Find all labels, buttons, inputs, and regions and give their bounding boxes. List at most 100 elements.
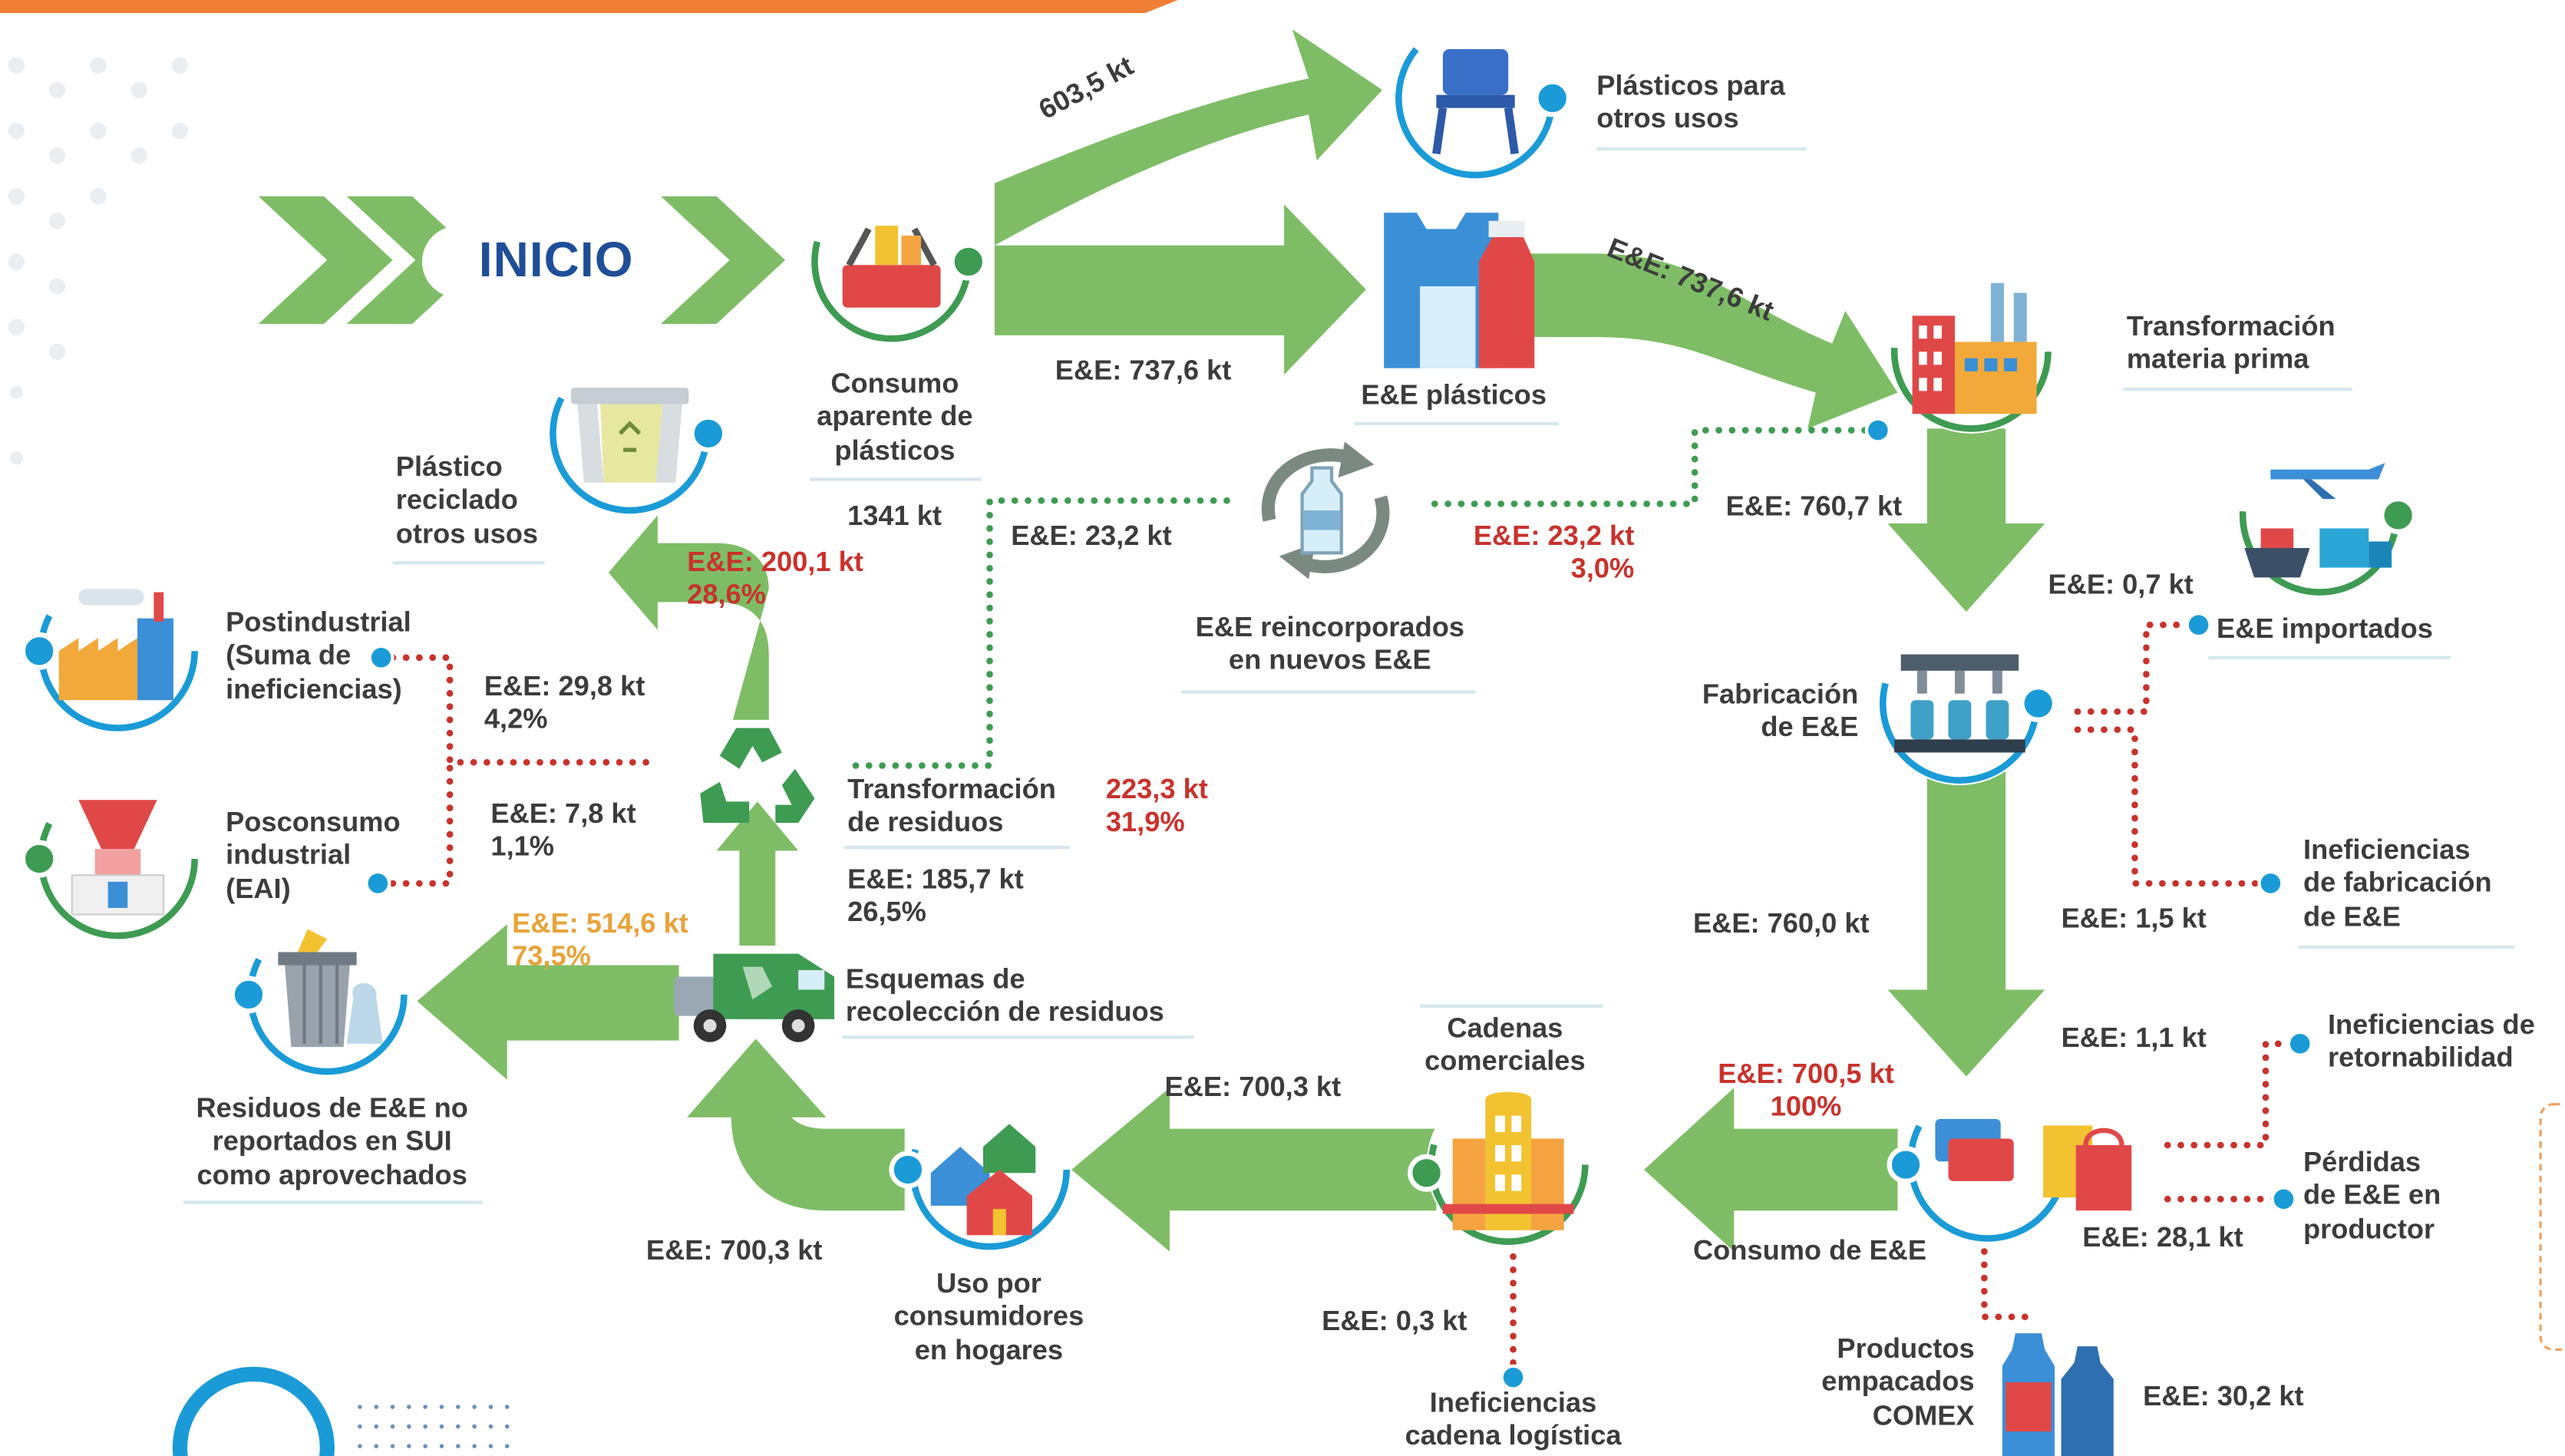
- label-line: Pérdidas: [2303, 1147, 2421, 1178]
- uso-hogares-node: [889, 1088, 1072, 1252]
- label-line: 73,5%: [512, 941, 591, 972]
- connector-dot: [1503, 1367, 1523, 1388]
- consumo-aparente-value: 1341 kt: [847, 500, 942, 532]
- dotted-reincorporado-right: [1420, 427, 1882, 507]
- reincorporados-left-value: E&E: 23,2 kt: [1011, 520, 1172, 552]
- underline: [1596, 147, 1807, 151]
- label-line: cadena logística: [1405, 1420, 1622, 1452]
- plastic-bottle-cup-icon: [1384, 213, 1535, 368]
- label-line: reportados en SUI: [212, 1126, 452, 1157]
- comex-value: E&E: 30,2 kt: [2143, 1380, 2304, 1412]
- label-line: retornabilidad: [2327, 1042, 2514, 1075]
- label-line: Fabricación: [1702, 678, 1859, 711]
- label-line: E&E: 23,2 kt: [1473, 520, 1635, 552]
- to-transformacion-res-value: E&E: 185,7 kt 26,5%: [847, 863, 1024, 930]
- to-hogares-value: E&E: 700,3 kt: [1164, 1071, 1342, 1103]
- uso-hogares-label: Uso por consumidores en hogares: [870, 1268, 1108, 1368]
- flow-transformacion: [1529, 253, 1898, 429]
- label-line: Consumo: [830, 368, 959, 400]
- flow-up-reciclado: [608, 515, 769, 720]
- underline: [810, 477, 982, 481]
- label-line: 28,6%: [687, 579, 766, 611]
- label-line: consumidores: [893, 1301, 1084, 1332]
- label-line: 223,3 kt: [1105, 774, 1208, 805]
- label-line: como aprovechados: [196, 1159, 467, 1191]
- underline: [842, 1035, 1194, 1039]
- label-line: E&E reincorporados: [1195, 612, 1465, 643]
- label-line: materia prima: [2126, 344, 2309, 375]
- importados-flow-value: E&E: 0,7 kt: [2048, 569, 2194, 601]
- bottling-machine-icon: [1879, 623, 2058, 784]
- ineficiencias-log-label: Ineficiencias cadena logística: [1391, 1387, 1636, 1454]
- label-line: plásticos: [834, 434, 956, 466]
- label-line: (EAI): [226, 873, 291, 905]
- transformacion-mp-label: Transformación materia prima: [2127, 311, 2336, 378]
- label-line: E&E: 200,1 kt: [687, 546, 863, 578]
- ineficiencias-ret-value: E&E: 1,1 kt: [2061, 1022, 2207, 1054]
- label-line: 26,5%: [847, 896, 926, 929]
- houses-icon: [889, 1089, 1070, 1250]
- connector-dot: [2260, 873, 2281, 893]
- ineficiencias-fab-label: Ineficiencias de fabricación de E&E: [2303, 834, 2492, 934]
- label-line: comerciales: [1424, 1045, 1586, 1078]
- logistica-value: E&E: 0,3 kt: [1322, 1305, 1467, 1337]
- label-line: 100%: [1770, 1091, 1842, 1123]
- recycle-arrow: [700, 781, 750, 824]
- start-label: INICIO: [478, 233, 634, 289]
- garbage-truck-icon: [674, 953, 835, 1042]
- consumo-ee-label: Consumo de E&E: [1692, 1235, 1926, 1266]
- label-line: E&E: 29,8 kt: [484, 670, 645, 702]
- label-line: ineficiencias): [226, 673, 402, 705]
- start-badge: INICIO: [421, 226, 691, 298]
- label-line: Ineficiencias: [2303, 834, 2471, 866]
- start-chevron: [661, 196, 786, 325]
- start-chevron: [258, 196, 393, 325]
- label-line: Posconsumo: [226, 806, 401, 838]
- label-line: COMEX: [1872, 1400, 1975, 1431]
- label-line: E&E: 185,7 kt: [847, 863, 1024, 895]
- label-line: 3,0%: [1570, 553, 1635, 585]
- label-line: 31,9%: [1105, 807, 1185, 839]
- dotted-reincorporado-left: [847, 497, 1230, 769]
- label-line: (Suma de: [226, 640, 352, 672]
- consumo-aparente-label: Consumo aparente de plásticos: [798, 368, 992, 468]
- industrial-plant-icon: [20, 570, 198, 731]
- transformacion-res-label: Transformación de residuos: [847, 774, 1056, 840]
- flow-down-consumo: [1887, 768, 2045, 1077]
- posconsumo-label: Posconsumo industrial (EAI): [226, 807, 401, 906]
- label-line: 4,2%: [484, 704, 548, 735]
- plastic-chair-icon: [1395, 18, 1572, 179]
- ineficiencias-ret-label: Ineficiencias de retornabilidad: [2328, 1009, 2535, 1076]
- label-line: en nuevos E&E: [1228, 645, 1431, 677]
- reciclado-otros-node: [548, 352, 728, 516]
- fabricacion-node: [1877, 621, 2058, 786]
- label-line: Uso por: [936, 1267, 1042, 1299]
- flow-to-cadenas: [1644, 1088, 1898, 1252]
- label-line: E&E: 514,6 kt: [512, 907, 688, 939]
- productos-comex-label: Productos empacados COMEX: [1803, 1333, 1975, 1433]
- postindustrial-value: E&E: 29,8 kt 4,2%: [484, 671, 645, 738]
- postindustrial-node: [20, 569, 200, 733]
- label-line: de E&E en: [2303, 1180, 2441, 1212]
- importados-label: E&E importados: [2217, 613, 2433, 645]
- underline: [2208, 655, 2451, 659]
- to-reciclado-value: E&E: 200,1 kt 28,6%: [687, 546, 863, 613]
- consumo-aparente-node: [810, 180, 988, 344]
- recycle-arrow: [775, 768, 815, 824]
- to-cadenas-value: E&E: 700,5 kt 100%: [1708, 1058, 1904, 1125]
- flow-to-residuos: [417, 924, 679, 1080]
- label-line: productor: [2303, 1213, 2435, 1245]
- underline: [392, 561, 545, 565]
- connector-dot: [371, 648, 391, 668]
- flow-to-esquemas: [687, 1038, 905, 1211]
- postindustrial-label: Postindustrial (Suma de ineficiencias): [226, 607, 411, 707]
- dotted-posconsumo: [376, 758, 454, 887]
- reciclado-otros-label: Plástico reciclado otros usos: [396, 451, 538, 551]
- cadenas-node: [1408, 1082, 1590, 1247]
- transformacion-total-value: 223,3 kt 31,9%: [1106, 774, 1208, 840]
- connector-dot: [2188, 615, 2209, 635]
- connector-dot: [2289, 1034, 2310, 1054]
